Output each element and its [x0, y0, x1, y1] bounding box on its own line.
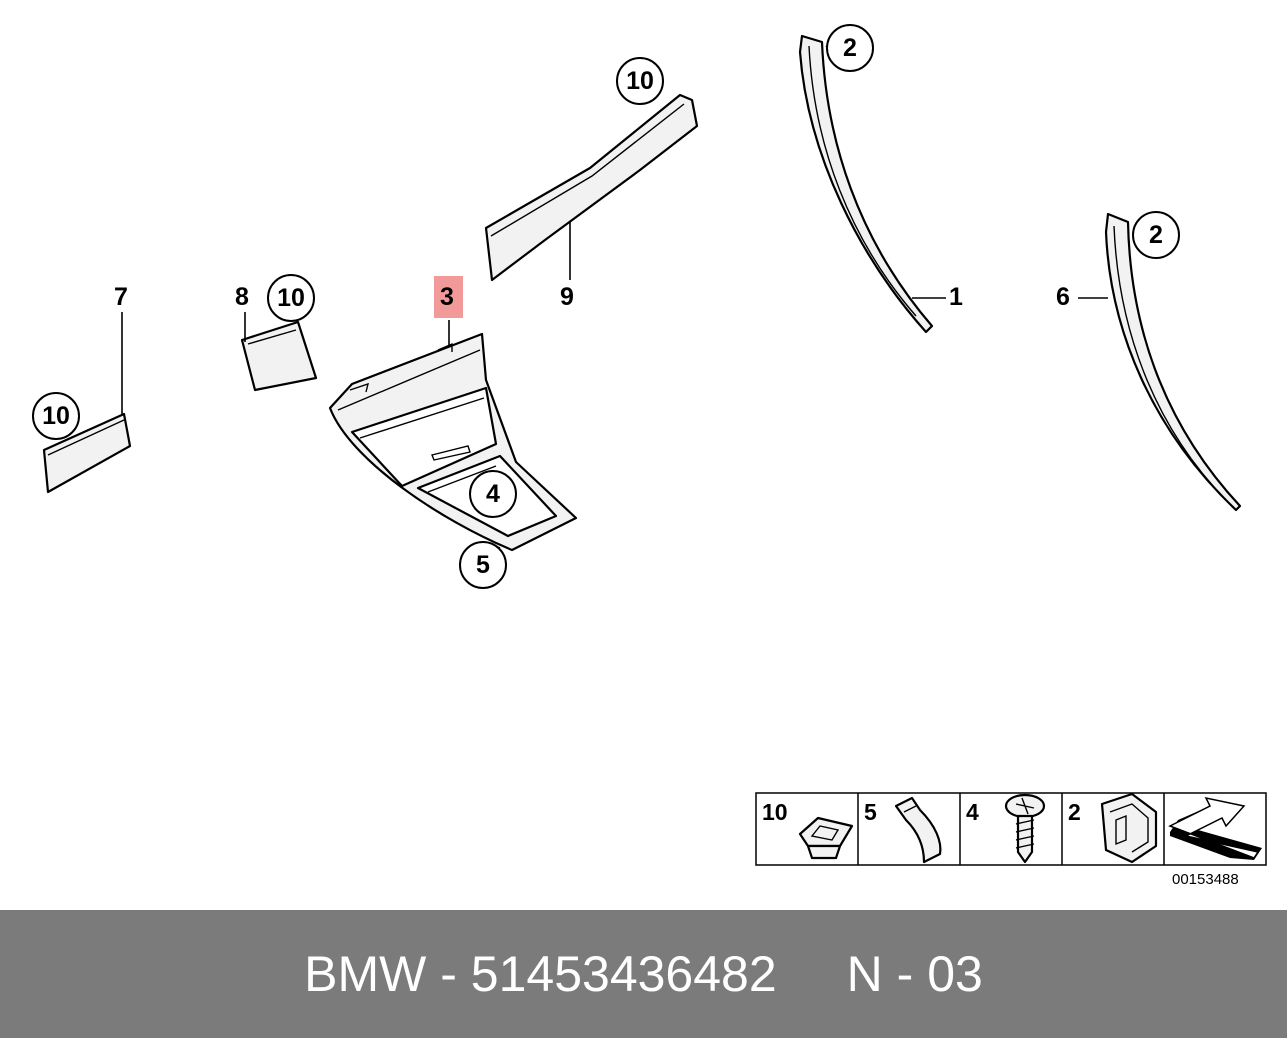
callout-2-lower: 2 [1132, 211, 1180, 259]
part-1-pillar-trim [798, 34, 946, 334]
label-1: 1 [949, 283, 963, 311]
label-3-highlight [434, 276, 463, 318]
svg-text:2: 2 [843, 34, 857, 62]
callout-10-left: 10 [32, 392, 80, 440]
clip-2-icon [1100, 792, 1158, 864]
part-3-console-trim [328, 320, 578, 552]
small-parts-legend: 10 5 4 2 [755, 792, 1267, 866]
legend-label-5: 5 [864, 799, 877, 825]
part-8-trim-piece [240, 312, 318, 392]
part-6-pillar-trim [1078, 212, 1242, 512]
clip-10-icon [798, 816, 854, 860]
footer-part-number: BMW - 51453436482 [304, 946, 777, 1002]
parts-diagram: 9 10 1 2 6 2 7 10 8 [32, 24, 1267, 888]
callout-5: 5 [459, 541, 507, 589]
label-6: 6 [1056, 283, 1070, 311]
part-9-trim-strip [484, 93, 699, 282]
legend-label-4: 4 [966, 799, 979, 825]
label-9: 9 [560, 283, 574, 311]
label-7: 7 [114, 283, 128, 311]
diagram-ref-number: 00153488 [1172, 871, 1239, 888]
clip-5-icon [894, 796, 942, 864]
svg-text:2: 2 [1149, 221, 1163, 249]
footer-code: N - 03 [846, 946, 983, 1002]
svg-text:10: 10 [626, 67, 654, 95]
label-8: 8 [235, 283, 249, 311]
screw-4-icon [1004, 793, 1046, 864]
footer-bar: BMW - 51453436482 N - 03 [0, 910, 1287, 1038]
callout-4: 4 [469, 470, 517, 518]
callout-10-top: 10 [616, 57, 664, 105]
svg-text:10: 10 [277, 284, 305, 312]
arrow-direction-icon [1168, 796, 1262, 860]
legend-label-2: 2 [1068, 799, 1081, 825]
label-3: 3 [440, 283, 454, 311]
svg-text:4: 4 [486, 480, 500, 508]
svg-text:5: 5 [476, 551, 490, 579]
legend-label-10: 10 [762, 799, 788, 825]
callout-10-mid: 10 [267, 274, 315, 322]
part-7-panel [42, 312, 132, 494]
svg-text:10: 10 [42, 402, 70, 430]
callout-2-upper: 2 [825, 24, 874, 72]
